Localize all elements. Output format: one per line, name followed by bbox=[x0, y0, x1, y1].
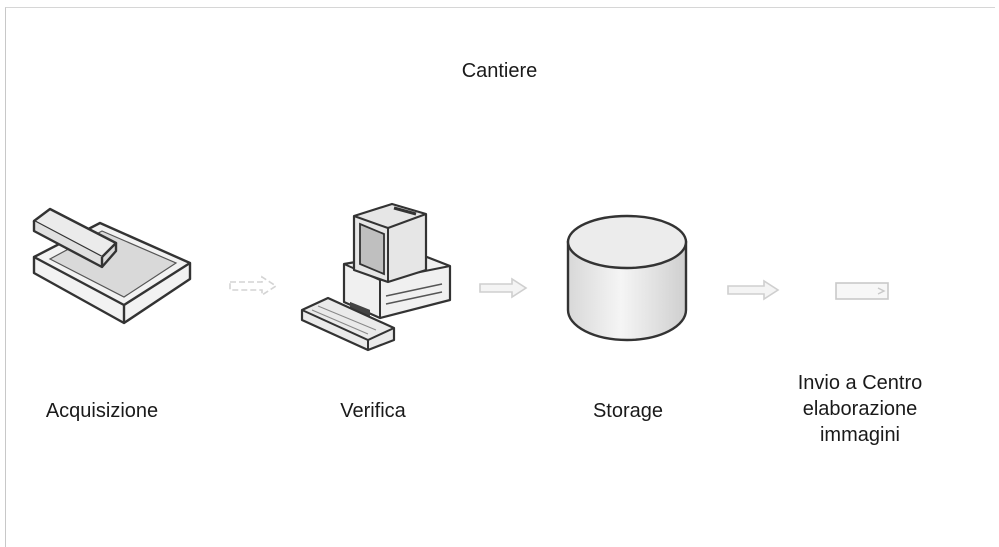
arrow-right-icon bbox=[727, 279, 780, 301]
database-icon bbox=[566, 214, 688, 342]
diagram-title: Cantiere bbox=[461, 60, 538, 82]
arrow-right-icon bbox=[229, 275, 278, 297]
step-label-storage: Storage bbox=[592, 400, 664, 422]
scanner-icon bbox=[32, 207, 192, 325]
send-icon bbox=[835, 282, 889, 300]
arrow-right-icon bbox=[479, 277, 528, 299]
step-label-verifica: Verifica bbox=[340, 400, 406, 422]
computer-icon bbox=[300, 202, 452, 352]
diagram-frame bbox=[5, 7, 995, 547]
step-label-invio: Invio a Centro elaborazione immagini bbox=[797, 372, 923, 446]
step-label-acquisizione: Acquisizione bbox=[45, 400, 159, 422]
